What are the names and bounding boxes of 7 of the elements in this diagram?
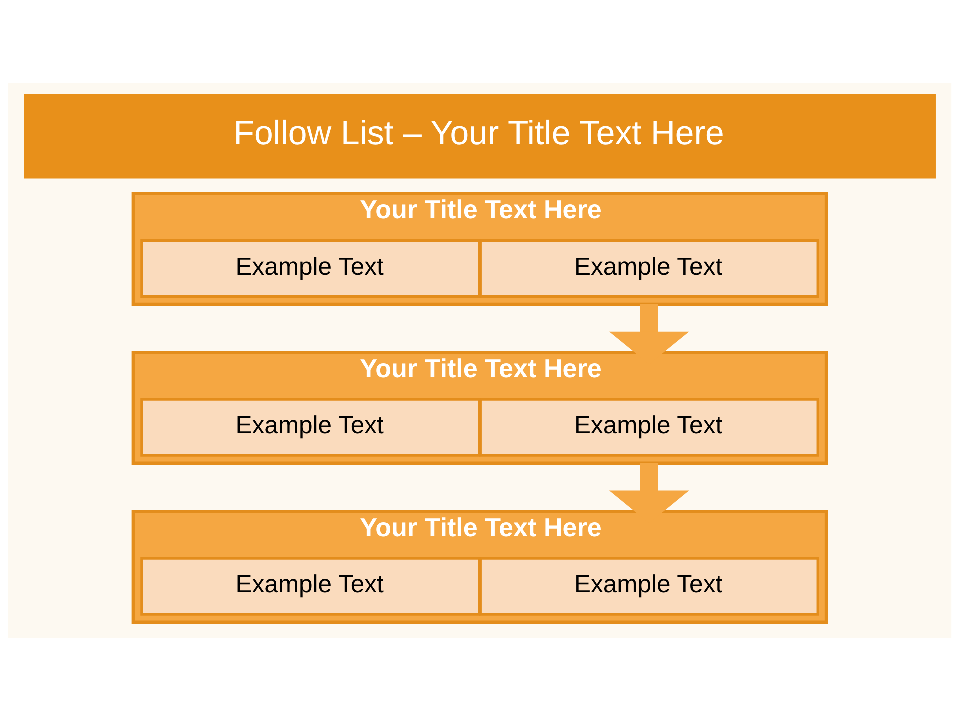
diagram-title: Follow List – Your Title Text Here: [234, 114, 724, 152]
node-box: Example Text: [140, 238, 481, 298]
node-box: Example Text: [140, 556, 481, 616]
node-box: Example Text: [479, 238, 820, 298]
node-box: Example Text: [479, 398, 820, 456]
node-box: Example Text: [140, 398, 481, 456]
node-box: Example Text: [479, 556, 820, 616]
